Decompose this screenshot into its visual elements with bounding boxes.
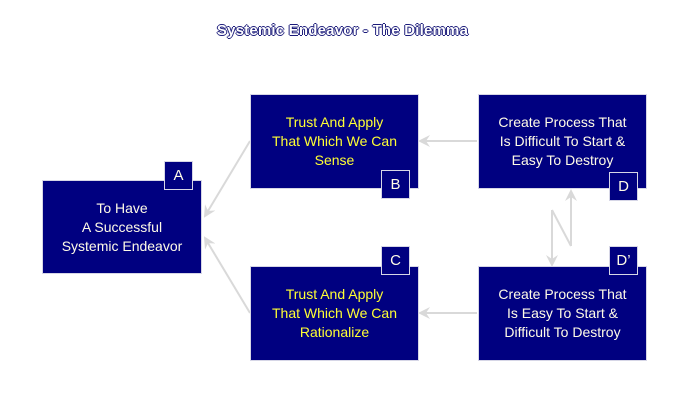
node-c-text: Trust And Apply That Which We Can Ration… [271, 286, 397, 340]
node-c-label: C [381, 246, 410, 275]
node-a-label: A [164, 161, 193, 190]
arrow-b-to-a [203, 140, 251, 218]
node-a-text: To Have A Successful Systemic Endeavor [61, 199, 183, 254]
node-d-label: D [609, 172, 638, 201]
node-a-box[interactable]: To Have A Successful Systemic Endeavor [42, 180, 202, 274]
node-dprime-label: D’ [609, 246, 638, 275]
node-b-box[interactable]: Trust And Apply That Which We Can Sense [250, 94, 419, 189]
node-dprime-box[interactable]: Create Process That Is Easy To Start & D… [478, 266, 647, 361]
node-c-box[interactable]: Trust And Apply That Which We Can Ration… [250, 266, 419, 361]
node-b-text: Trust And Apply That Which We Can Sense [271, 114, 397, 168]
arrow-c-to-a [203, 236, 251, 314]
diagram-title: Systemic Endeavor - The Dilemma [216, 22, 469, 39]
node-dprime-text: Create Process That Is Easy To Start & D… [498, 286, 627, 340]
arrow-zigzag-diagonal [551, 209, 572, 247]
node-d-box[interactable]: Create Process That Is Difficult To Star… [478, 94, 647, 189]
node-b-label: B [381, 170, 410, 199]
node-d-text: Create Process That Is Difficult To Star… [498, 114, 627, 168]
